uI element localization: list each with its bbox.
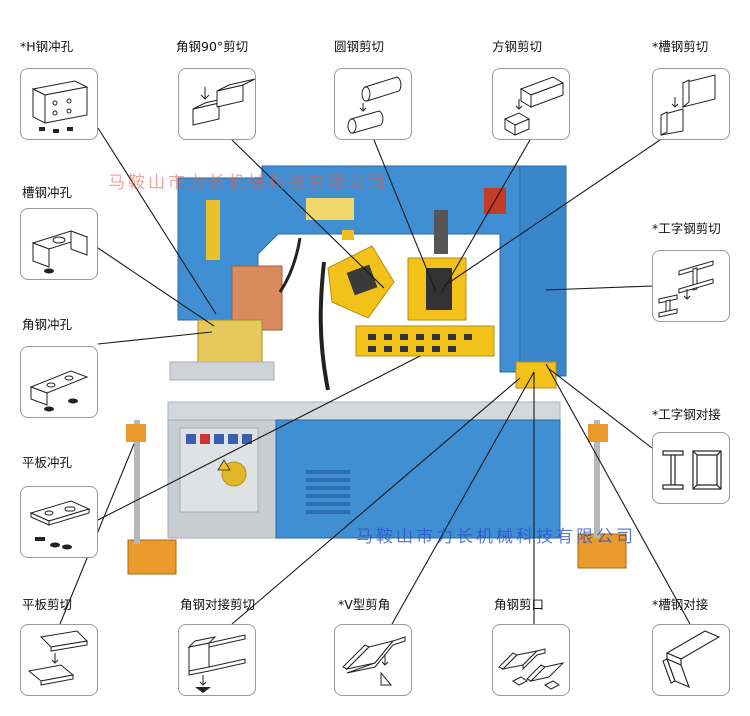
card-plate-punch	[20, 486, 98, 558]
machine-punch-table	[169, 361, 275, 381]
machine-warning	[342, 230, 354, 240]
machine-buttons	[186, 434, 252, 444]
machine-punch-station	[197, 319, 263, 363]
card-v-notch	[334, 624, 412, 696]
plate-punch-icon	[29, 500, 91, 550]
angle-join-cut-icon	[187, 634, 246, 693]
card-angle90-cut	[178, 68, 256, 140]
card-channel-cut	[652, 68, 730, 140]
round-bar-icon	[347, 76, 402, 134]
card-h-punch	[20, 68, 98, 140]
machine-right-bracket	[515, 361, 557, 389]
machine-sign-right	[484, 188, 506, 214]
h-punch-icon	[31, 80, 89, 133]
card-plate-cut	[20, 624, 98, 696]
card-ibeam-cut	[652, 250, 730, 322]
label-square-cut: 方钢剪切	[492, 39, 543, 54]
label-plate-cut: 平板剪切	[22, 597, 73, 612]
label-ibeam-cut: *工字钢剪切	[652, 221, 721, 236]
ibeam-cut-icon	[658, 260, 714, 318]
machine-right-column	[519, 165, 567, 377]
label-angle90-cut: 角钢90°剪切	[176, 39, 249, 54]
machine-right-foot	[577, 533, 627, 569]
plate-cut-icon	[27, 630, 89, 686]
channel-cut-icon	[660, 74, 716, 136]
label-round-cut: 圆钢剪切	[334, 39, 385, 54]
card-angle-notch	[492, 624, 570, 696]
channel-punch-icon	[31, 230, 89, 274]
machine-left-foot	[127, 539, 177, 575]
card-channel-join	[652, 624, 730, 696]
label-angle-join-cut: 角钢对接剪切	[180, 597, 256, 612]
machine-left-post-cap	[126, 424, 146, 442]
card-round-cut	[334, 68, 412, 140]
card-angle-punch	[20, 346, 98, 418]
machine-hose-2	[278, 237, 302, 293]
machine-right-post-cap	[588, 424, 608, 442]
channel-join-icon	[662, 630, 721, 689]
machine-base-top	[167, 401, 561, 423]
label-channel-join: *槽钢对接	[652, 597, 709, 612]
card-ibeam-join	[652, 432, 730, 504]
label-plate-punch: 平板冲孔	[22, 455, 73, 470]
card-angle-join-cut	[178, 624, 256, 696]
angle-punch-icon	[29, 370, 89, 412]
machine-shear-window	[426, 268, 452, 310]
label-ibeam-join: *工字钢对接	[652, 407, 721, 422]
machine-table-slots	[368, 334, 472, 352]
label-channel-cut: *槽钢剪切	[652, 39, 709, 54]
label-angle-notch: 角钢剪口	[494, 597, 545, 612]
label-h-punch: *H钢冲孔	[20, 39, 74, 54]
card-channel-punch	[20, 208, 98, 280]
angle-notch-icon	[498, 648, 565, 690]
v-notch-icon	[342, 636, 406, 686]
machine-sign-center	[306, 198, 354, 220]
angle-cut-icon	[192, 78, 255, 126]
machine-sign-left	[206, 200, 220, 260]
machine-cylinder	[434, 210, 448, 254]
ibeam-join-icon	[662, 450, 722, 490]
label-channel-punch: 槽钢冲孔	[22, 185, 73, 200]
machine-yellow-table	[355, 325, 495, 357]
label-angle-punch: 角钢冲孔	[22, 317, 73, 332]
machine-hose	[318, 261, 330, 391]
label-v-notch: *V型剪角	[338, 597, 391, 612]
square-bar-icon	[503, 76, 565, 136]
card-square-cut	[492, 68, 570, 140]
